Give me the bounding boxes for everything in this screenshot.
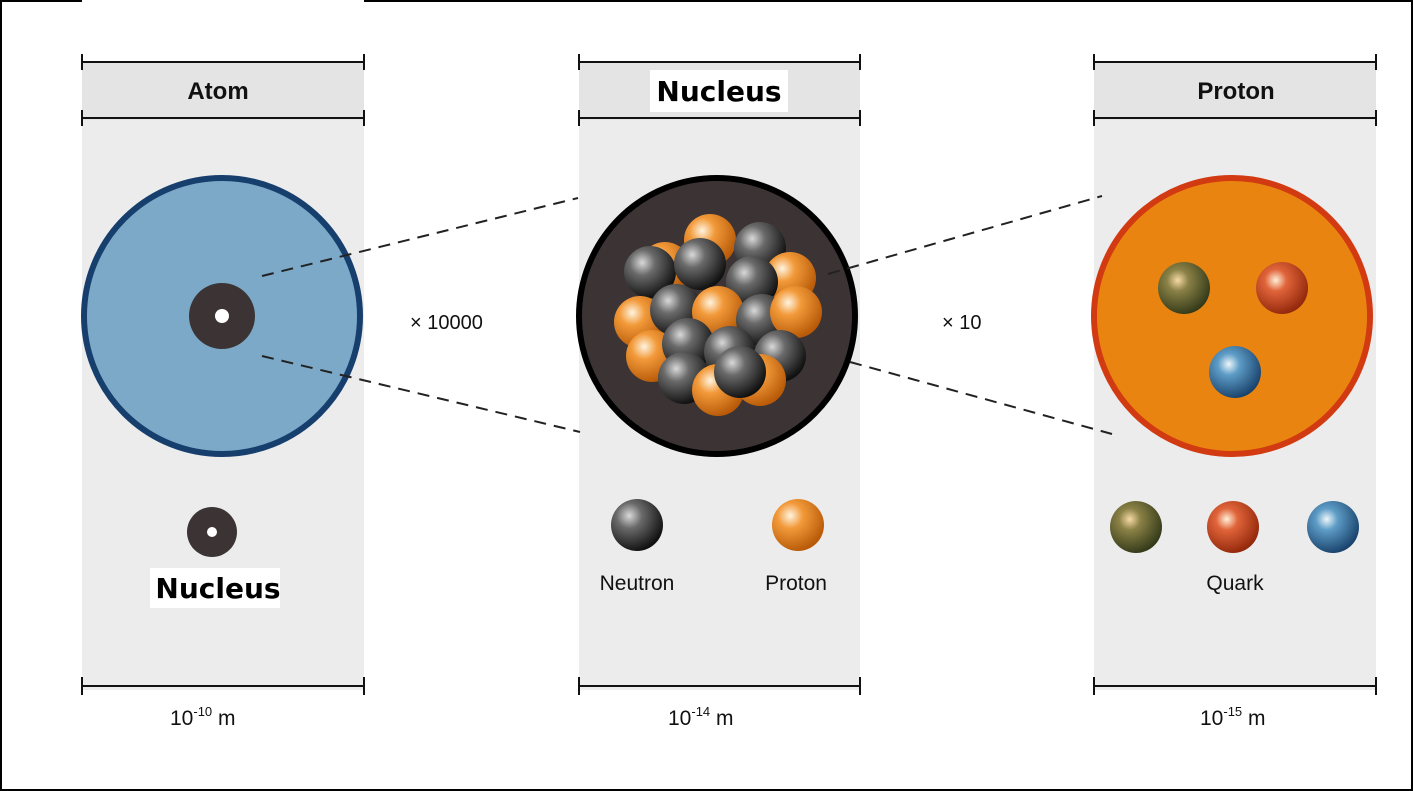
- zoom-line-atom-top: [261, 197, 579, 277]
- neutron-ball-5: [674, 238, 726, 290]
- proton-ball-11: [770, 286, 822, 338]
- proton-scale-label: 10-15 m: [1200, 704, 1266, 730]
- atom-title-bar: [81, 54, 365, 126]
- proton-title: Proton: [1197, 78, 1274, 105]
- quark-legend-green: [1110, 501, 1162, 553]
- nucleus-title-bar: [578, 54, 861, 126]
- nucleus-column: Nucleus Neutron Proton 10-14 m: [576, 54, 861, 730]
- nucleus-scale-label: 10-14 m: [668, 704, 734, 730]
- proton-title-band: [1094, 62, 1376, 120]
- nucleus-title: Nucleus: [656, 75, 781, 108]
- atom-scale-label: 10-10 m: [170, 704, 236, 730]
- proton-legend-quark: Quark: [1206, 572, 1264, 595]
- zoom-line-nucleus-top: [827, 195, 1103, 275]
- atom-column: Atom Nucleus 10-10 m: [81, 0, 365, 730]
- quark-legend-blue: [1307, 501, 1359, 553]
- quark-green: [1158, 262, 1210, 314]
- zoom-line-nucleus-bottom: [849, 361, 1113, 435]
- quark-red: [1256, 262, 1308, 314]
- zoom-line-atom-bottom: [261, 355, 581, 433]
- quark-blue: [1209, 346, 1261, 398]
- magnification-1: × 10000: [410, 312, 483, 334]
- quark-legend-red: [1207, 501, 1259, 553]
- zoom-lines: [261, 195, 1113, 435]
- magnification-2: × 10: [942, 312, 981, 334]
- atom-title-band: [82, 62, 364, 120]
- proton-column: Proton Quark 10-15 m: [1091, 54, 1377, 730]
- nucleus-scale-bar: [578, 677, 861, 695]
- nucleon-cluster: [614, 214, 822, 416]
- atom-title: Atom: [187, 78, 248, 105]
- nucleus-legend-neutron: Neutron: [600, 572, 675, 595]
- atom-legend-nucleus: Nucleus: [155, 572, 280, 605]
- neutron-legend-icon: [611, 499, 663, 551]
- proton-legend-icon: [772, 499, 824, 551]
- proton-title-bar: [1093, 54, 1377, 126]
- atom-scale-bar: [81, 677, 365, 695]
- proton-circle: [1091, 175, 1373, 457]
- neutron-ball-4: [624, 246, 676, 298]
- neutron-ball-19: [714, 346, 766, 398]
- proton-scale-bar: [1093, 677, 1377, 695]
- nucleus-legend-proton: Proton: [765, 572, 827, 595]
